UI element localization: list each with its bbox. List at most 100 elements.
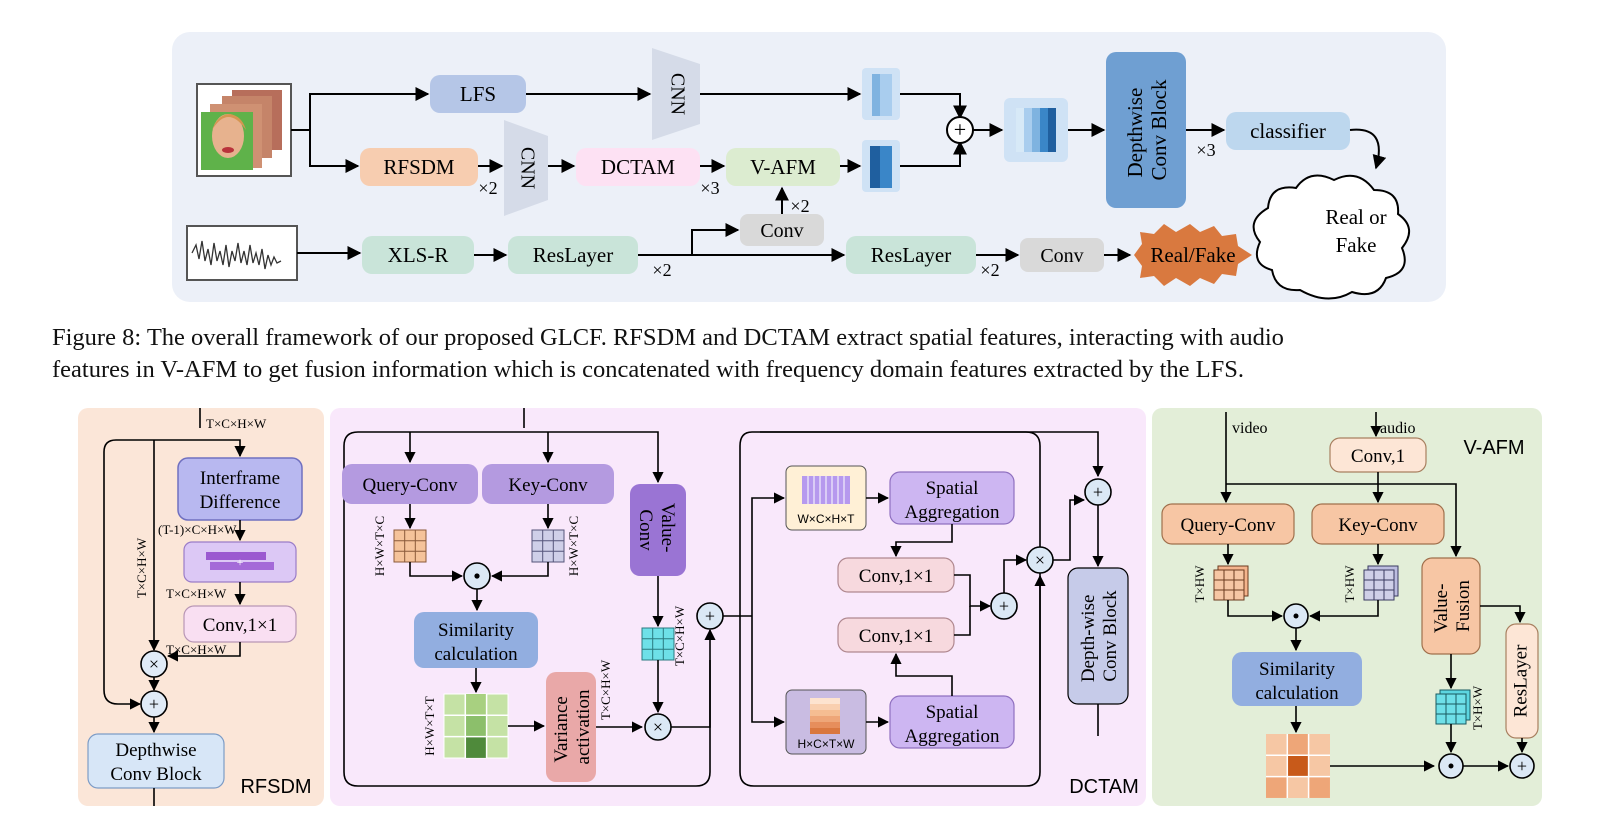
- dctam-dim-k: H×W×T×C: [566, 516, 581, 576]
- vafm-v-cube: [1435, 689, 1471, 725]
- realfake-badge: [1134, 224, 1252, 286]
- vafm-similarity-box: [1232, 652, 1362, 706]
- rfsdm-dim-in: T×C×H×W: [206, 416, 267, 431]
- dctam-key-label: Key-Conv: [508, 475, 588, 496]
- vafm-panel-title: V-AFM: [1463, 437, 1524, 459]
- vafm-key-label: Key-Conv: [1338, 515, 1418, 536]
- reslayer-1-box: [508, 236, 638, 274]
- vafm-dim-k: T×HW: [1342, 565, 1357, 603]
- reslayer-1-times2: ×2: [652, 260, 671, 280]
- dctam-value-box: [630, 484, 686, 576]
- dctam-times3: ×3: [700, 178, 719, 198]
- dctam-query-label: Query-Conv: [363, 475, 458, 496]
- svg-text:+: +: [149, 694, 159, 714]
- conv-final-box: [1020, 238, 1104, 272]
- dctam-value-l1: Value-: [657, 503, 678, 553]
- svg-text:+: +: [1093, 482, 1103, 502]
- dctam-dim-q: H×W×T×C: [372, 516, 387, 576]
- rfsdm-dim-side: T×C×H×W: [134, 537, 149, 598]
- vafm-add: [1509, 753, 1535, 779]
- classifier-box: [1226, 112, 1350, 150]
- feature-block-mid: [862, 140, 900, 192]
- audio-waveform-icon: [186, 225, 298, 281]
- svg-text:+: +: [1517, 756, 1527, 776]
- vafm-dim-q: T×HW: [1192, 565, 1207, 603]
- caption-line-2: features in V-AFM to get fusion informat…: [52, 356, 1245, 383]
- dctam-key-box: [482, 464, 614, 504]
- conv-final-label: Conv: [1040, 245, 1083, 267]
- depthwise-top-l1: Depthwise: [1123, 88, 1147, 178]
- vafm-box: [726, 148, 840, 186]
- feature-block-concat: [1004, 98, 1068, 162]
- conv-audio-box: [740, 214, 824, 246]
- cnn-top-label: CNN: [666, 73, 688, 115]
- xlsr-box: [362, 236, 474, 274]
- vafm-query-label: Query-Conv: [1181, 515, 1276, 536]
- dctam-feat1-label: W×C×H×T: [797, 512, 855, 526]
- dctam-q-grid: [393, 529, 427, 563]
- dctam-conv11-2-label: Conv,1×1: [859, 626, 933, 647]
- dctam-query-box: [342, 464, 478, 504]
- dctam-spatial2-l2: Aggregation: [905, 726, 1000, 747]
- dctam-box: [576, 148, 700, 186]
- vafm-reslayer-label: ResLayer: [1510, 644, 1531, 717]
- vafm-value-label: Value- Fusion: [1431, 579, 1474, 633]
- dctam-depthwise-l2: Conv Block: [1100, 590, 1121, 682]
- interframe-l1: Interframe: [200, 468, 280, 489]
- svg-text:×: ×: [653, 717, 663, 737]
- dctam-spatial1-l2: Aggregation: [905, 502, 1000, 523]
- depthwise-top-label: Depthwise Conv Block: [1123, 79, 1171, 180]
- dctam-depthwise-l1: Depth-wise: [1078, 595, 1099, 683]
- rfsdm-depthwise-l1: Depthwise: [115, 740, 196, 761]
- rfsdm-depthwise-box: [87, 733, 225, 789]
- conv-audio-times2: ×2: [790, 196, 809, 216]
- vafm-q-cube: [1213, 565, 1249, 601]
- xlsr-label: XLS-R: [388, 243, 449, 267]
- svg-text:×: ×: [1035, 550, 1045, 570]
- dctam-feat2-label: H×C×T×W: [797, 737, 855, 751]
- dctam-panel-title: DCTAM: [1069, 776, 1139, 798]
- vafm-dim-v: T×H×W: [1470, 685, 1485, 730]
- dctam-dim-sim: H×W×T×T: [422, 696, 437, 756]
- dctam-depthwise-label: Depth-wise Conv Block: [1078, 590, 1121, 682]
- figure-caption: Figure 8: The overall framework of our p…: [52, 322, 1592, 386]
- rfsdm-dim-pad: T×C×H×W: [166, 586, 227, 601]
- vafm-value-l2: Fusion: [1453, 580, 1474, 632]
- dctam-similarity-box: [414, 612, 538, 668]
- reslayer-2-label: ResLayer: [871, 243, 951, 267]
- vafm-k-cube: [1363, 565, 1399, 601]
- cnn-mid-label: CNN: [516, 147, 538, 189]
- dctam-sim-grid: [443, 693, 509, 759]
- interframe-l2: Difference: [200, 492, 281, 513]
- dctam-similarity-l1: Similarity: [438, 620, 515, 641]
- vafm-conv1-label: Conv,1: [1351, 446, 1405, 467]
- video-frames-icon: [196, 83, 292, 177]
- dctam-variance-l2: activation: [573, 689, 594, 764]
- dctam-similarity-l2: calculation: [434, 644, 518, 665]
- rfsdm-label: RFSDM: [383, 155, 455, 179]
- dctam-variance-box: [546, 672, 596, 782]
- rfsdm-times2: ×2: [478, 178, 497, 198]
- vafm-video-label: video: [1232, 420, 1268, 437]
- rfsdm-dim-diff: (T-1)×C×H×W: [158, 522, 237, 537]
- classifier-label: classifier: [1250, 119, 1326, 143]
- cnn-top-block: [652, 48, 700, 140]
- dctam-label: DCTAM: [601, 155, 675, 179]
- vafm-similarity-l2: calculation: [1255, 683, 1339, 704]
- reslayer-2-times2: ×2: [980, 260, 999, 280]
- svg-text:+: +: [705, 606, 715, 626]
- depthwise-top-l2: Conv Block: [1147, 79, 1171, 180]
- output-cloud: [1252, 174, 1410, 300]
- lfs-label: LFS: [460, 82, 496, 106]
- dctam-conv11-1-label: Conv,1×1: [859, 566, 933, 587]
- vafm-audio-label: audio: [1380, 420, 1416, 437]
- depthwise-block-top: [1106, 52, 1186, 208]
- dctam-dim-v: T×C×H×W: [672, 605, 687, 666]
- dctam-value-label: Value- Conv: [635, 503, 678, 557]
- svg-text:+: +: [999, 596, 1009, 616]
- concat-plus-label: +: [954, 117, 966, 142]
- vafm-value-l1: Value-: [1431, 584, 1452, 634]
- feature-block-top: [862, 68, 900, 120]
- svg-text:×: ×: [149, 654, 159, 674]
